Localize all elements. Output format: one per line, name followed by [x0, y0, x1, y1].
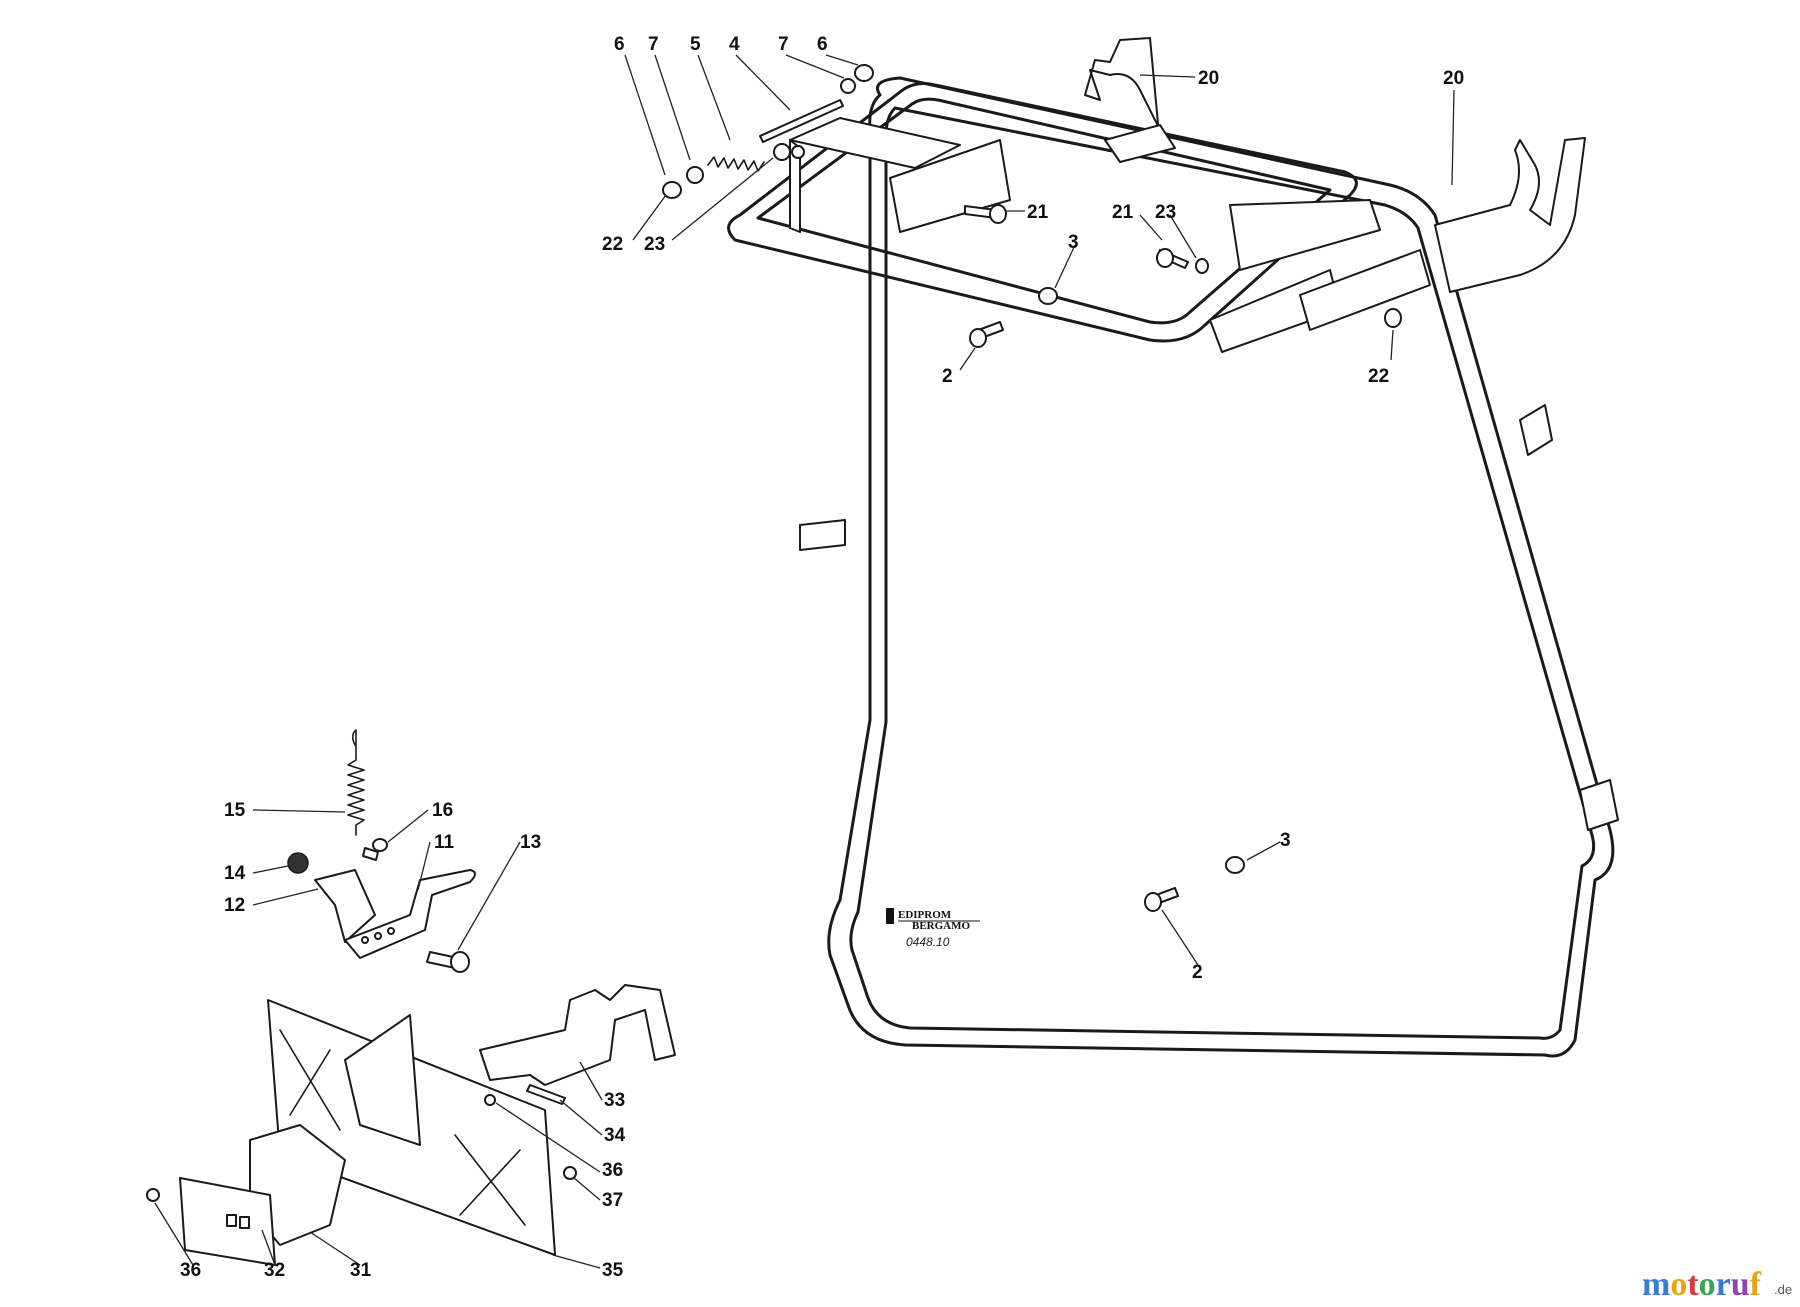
publisher-stamp: EDIPROM BERGAMO 0448.10 — [886, 908, 980, 949]
clip-right-lower — [1579, 779, 1619, 831]
watermark-letter: o — [1670, 1266, 1687, 1303]
callout-4: 4 — [729, 34, 740, 55]
mount-plate-1 — [789, 117, 961, 169]
drawing-code: 0448.10 — [906, 935, 950, 949]
callout-20a: 20 — [1198, 68, 1219, 89]
callout-2a: 2 — [942, 366, 953, 387]
motoruf-watermark: motoruf .de — [1642, 1266, 1792, 1303]
washer-7-left — [686, 166, 704, 184]
washer-7-right — [840, 78, 856, 94]
bolt-13 — [426, 951, 470, 973]
callout-labels: 6 7 5 4 7 6 20 20 22 23 21 21 23 3 2 22 … — [180, 34, 1464, 1281]
bushing-14 — [287, 852, 309, 874]
callout-7b: 7 — [778, 34, 789, 55]
hook-left — [1084, 37, 1161, 151]
watermark-letter: r — [1716, 1266, 1731, 1303]
plate-assembly — [146, 984, 676, 1266]
plate-35-center-fold — [344, 1014, 421, 1146]
nut-22-right — [1384, 308, 1402, 328]
callout-31: 31 — [350, 1260, 372, 1281]
frame-fasteners — [964, 204, 1402, 912]
upper-loop-outer — [727, 82, 1358, 343]
plate-35-x-right — [454, 1134, 526, 1226]
callout-21a: 21 — [1027, 202, 1049, 223]
watermark-letter: o — [1699, 1266, 1716, 1303]
bolt-2-upper — [969, 321, 1004, 348]
watermark-tld: .de — [1774, 1282, 1792, 1297]
cap-6-left — [662, 181, 682, 199]
frame-tube-outer — [827, 76, 1615, 1058]
hook-left-foot — [1104, 124, 1176, 163]
mount-plate-5 — [1229, 199, 1381, 271]
callout-6a: 6 — [614, 34, 625, 55]
screw-36-left — [146, 1188, 160, 1202]
publisher-name: EDIPROM — [898, 909, 952, 921]
nut-3-lower — [1225, 856, 1245, 874]
callout-3a: 3 — [1068, 232, 1079, 253]
publisher-city: BERGAMO — [912, 920, 971, 932]
spring-rod-assembly — [662, 64, 874, 199]
callout-36a: 36 — [602, 1160, 623, 1181]
spring-15 — [347, 729, 365, 836]
watermark-letter: t — [1687, 1266, 1699, 1303]
callout-37: 37 — [602, 1190, 623, 1211]
bolt-16 — [362, 847, 379, 861]
callout-15: 15 — [224, 800, 246, 821]
mount-plate-2 — [889, 139, 1011, 233]
callout-33: 33 — [604, 1090, 625, 1111]
bracket-12 — [314, 869, 376, 943]
cap-6-right — [854, 64, 874, 82]
callout-32: 32 — [264, 1260, 285, 1281]
nut-3-upper — [1038, 287, 1058, 305]
watermark-logo: motoruf — [1642, 1266, 1762, 1303]
callout-12: 12 — [224, 895, 245, 916]
washer-23-left — [791, 145, 805, 159]
clip-right-upper — [1519, 404, 1553, 456]
frame-tube-inner — [849, 106, 1596, 1040]
watermark-letter: m — [1642, 1266, 1670, 1303]
watermark-letter: u — [1731, 1266, 1750, 1303]
callout-3b: 3 — [1280, 830, 1291, 851]
screw-37 — [563, 1166, 577, 1180]
callout-2b: 2 — [1192, 962, 1203, 983]
callout-22b: 22 — [1368, 366, 1389, 387]
publisher-logo-icon — [886, 908, 894, 924]
callout-14: 14 — [224, 863, 246, 884]
hook-right — [1434, 137, 1586, 293]
callout-11: 11 — [434, 832, 455, 853]
lever-33 — [479, 984, 676, 1086]
callout-16: 16 — [432, 800, 453, 821]
callout-7a: 7 — [648, 34, 659, 55]
callout-20b: 20 — [1443, 68, 1464, 89]
callout-34: 34 — [604, 1125, 626, 1146]
callout-5: 5 — [690, 34, 701, 55]
bolt-2-lower — [1144, 887, 1179, 912]
watermark-letter: f — [1750, 1266, 1762, 1303]
plate-35-x-left — [279, 1029, 341, 1131]
mount-plate-4 — [1299, 249, 1431, 331]
lever-assembly — [287, 729, 476, 973]
washer-16 — [372, 838, 388, 852]
callout-23b: 23 — [1155, 202, 1176, 223]
callout-6b: 6 — [817, 34, 828, 55]
leader-lines — [154, 54, 1455, 1269]
clip-left — [799, 519, 846, 551]
callout-35: 35 — [602, 1260, 624, 1281]
callout-22a: 22 — [602, 234, 623, 255]
callout-23a: 23 — [644, 234, 665, 255]
frame-assembly — [727, 37, 1619, 1058]
screw-36-right — [484, 1094, 496, 1106]
bolt-21-center — [964, 204, 1007, 224]
callout-13: 13 — [520, 832, 541, 853]
rod-4 — [759, 99, 844, 143]
nut-22-left — [773, 143, 791, 161]
callout-36b: 36 — [180, 1260, 201, 1281]
upper-loop-inner — [756, 97, 1332, 325]
callout-21b: 21 — [1112, 202, 1134, 223]
bolt-21-right — [1156, 248, 1209, 274]
pin-34 — [526, 1084, 566, 1105]
spring-5 — [707, 156, 765, 172]
